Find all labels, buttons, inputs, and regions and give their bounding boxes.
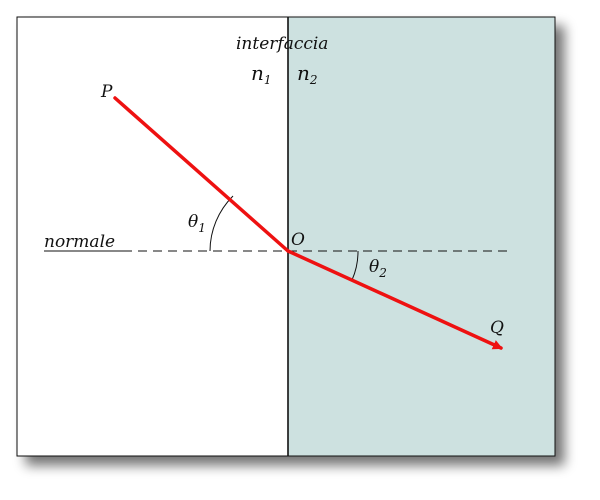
theta2-label: θ2 (369, 257, 387, 280)
refracted-ray (286, 249, 503, 350)
point-q-label: Q (490, 318, 504, 338)
normal-label: normale (44, 232, 115, 252)
point-o-label: O (291, 230, 305, 250)
medium-2-region (287, 16, 556, 457)
point-p-label: P (100, 82, 113, 102)
interface-label: interfaccia (236, 34, 328, 54)
incident-ray (113, 96, 290, 253)
n2-label: n2 (297, 61, 318, 87)
n1-label: n1 (251, 61, 272, 87)
theta1-label: θ1 (188, 212, 206, 235)
